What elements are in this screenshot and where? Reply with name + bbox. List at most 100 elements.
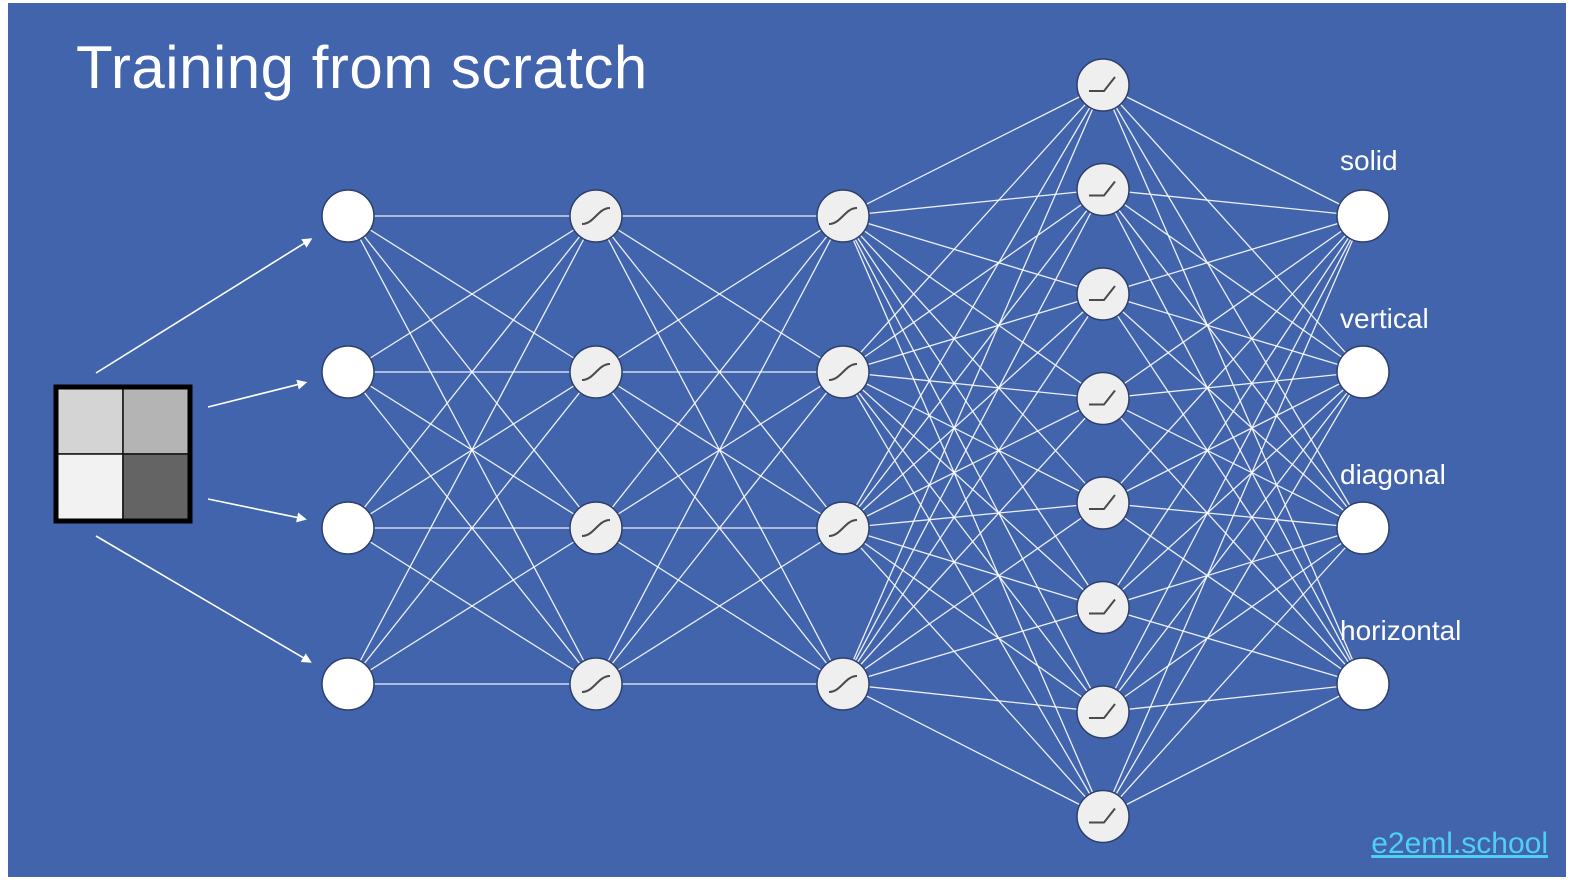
connection-l2-0-0 bbox=[842, 84, 1104, 217]
hidden-node-circle bbox=[1076, 580, 1130, 635]
relu-icon bbox=[1089, 76, 1116, 92]
connection-l3-2-0 bbox=[1102, 215, 1364, 295]
node-layer3-2 bbox=[1076, 267, 1130, 321]
relu-icon bbox=[1089, 285, 1116, 301]
connection-l2-3-0 bbox=[842, 84, 1104, 685]
connection-l2-2-1 bbox=[842, 189, 1104, 529]
node-layer1-0 bbox=[569, 189, 623, 243]
node-layer2-2 bbox=[816, 501, 870, 555]
connection-l3-7-0 bbox=[1102, 215, 1364, 817]
connection-l3-5-2 bbox=[1102, 527, 1364, 609]
node-layer3-3 bbox=[1076, 371, 1130, 426]
connection-l2-2-2 bbox=[842, 293, 1104, 529]
connection-l3-5-3 bbox=[1102, 606, 1364, 685]
connection-l1-2-0 bbox=[595, 215, 844, 529]
connection-l3-1-3 bbox=[1102, 189, 1364, 685]
connection-l2-2-6 bbox=[842, 527, 1104, 713]
input-pixel-2 bbox=[55, 453, 124, 522]
connection-l3-3-1 bbox=[1102, 371, 1364, 400]
node-layer2-3 bbox=[816, 657, 870, 711]
connection-l3-7-1 bbox=[1102, 371, 1364, 817]
connection-l2-2-0 bbox=[842, 84, 1104, 529]
connection-l2-2-4 bbox=[842, 502, 1104, 529]
node-layer2-1 bbox=[816, 345, 870, 399]
node-layer0-1 bbox=[321, 345, 375, 399]
connection-l2-0-7 bbox=[842, 215, 1104, 817]
connection-l1-1-0 bbox=[595, 215, 844, 373]
sigmoid-icon bbox=[828, 675, 858, 693]
output-label-diagonal: diagonal bbox=[1340, 459, 1446, 490]
slide: Training from scratch solid vertical dia… bbox=[8, 3, 1566, 877]
connection-l2-3-4 bbox=[842, 502, 1104, 685]
connection-l3-6-1 bbox=[1102, 371, 1364, 713]
input-pixel-3 bbox=[122, 453, 191, 522]
connection-l3-0-0 bbox=[1102, 84, 1364, 217]
node-circle bbox=[1336, 501, 1390, 555]
relu-icon bbox=[1089, 494, 1116, 510]
input-image-border bbox=[53, 384, 193, 524]
node-circle bbox=[321, 501, 375, 555]
connection-l2-1-1 bbox=[842, 188, 1104, 373]
connection-l3-7-3 bbox=[1102, 683, 1364, 818]
connection-l3-1-0 bbox=[1102, 188, 1364, 217]
connection-l2-0-2 bbox=[842, 215, 1104, 295]
node-circle bbox=[1336, 189, 1390, 243]
input-arrows bbox=[95, 238, 313, 663]
connection-l2-1-0 bbox=[842, 84, 1104, 373]
node-layer4-1 bbox=[1336, 345, 1390, 399]
connection-l3-4-1 bbox=[1102, 371, 1364, 504]
node-layer3-4 bbox=[1076, 476, 1130, 530]
neural-network-diagram bbox=[53, 58, 1390, 844]
node-layer1-2 bbox=[569, 501, 623, 555]
hidden-node-circle bbox=[1076, 371, 1130, 426]
connection-l3-3-0 bbox=[1102, 215, 1364, 400]
node-layer1-1 bbox=[569, 345, 623, 399]
e2eml-school-link[interactable]: e2eml.school bbox=[1371, 827, 1548, 860]
hidden-node-circle bbox=[1076, 267, 1130, 321]
connection-l2-1-2 bbox=[842, 293, 1104, 373]
connection-l3-1-1 bbox=[1102, 188, 1364, 373]
connection-l3-2-1 bbox=[1102, 293, 1364, 373]
connection-l2-3-7 bbox=[842, 683, 1104, 818]
node-layer1-3 bbox=[569, 657, 623, 711]
node-layer3-5 bbox=[1076, 580, 1130, 635]
hidden-node-circle bbox=[1076, 685, 1130, 739]
node-layer2-0 bbox=[816, 189, 870, 243]
connection-l2-2-3 bbox=[842, 397, 1104, 529]
output-label-solid: solid bbox=[1340, 145, 1398, 176]
connection-l0-3-1 bbox=[347, 371, 597, 685]
sigmoid-icon bbox=[581, 675, 611, 693]
node-layer4-2 bbox=[1336, 501, 1390, 555]
connection-l0-3-0 bbox=[347, 215, 597, 685]
sigmoid-icon bbox=[581, 207, 611, 225]
node-circle bbox=[321, 189, 375, 243]
connection-l3-4-0 bbox=[1102, 215, 1364, 504]
sigmoid-icon bbox=[581, 363, 611, 381]
connection-l2-3-2 bbox=[842, 293, 1104, 685]
connection-l1-3-0 bbox=[595, 215, 844, 685]
input-arrow-1 bbox=[207, 379, 308, 408]
sigmoid-icon bbox=[828, 363, 858, 381]
connection-l2-2-7 bbox=[842, 527, 1104, 817]
relu-icon bbox=[1089, 389, 1116, 406]
node-circle bbox=[1336, 345, 1390, 399]
connection-l2-0-1 bbox=[842, 188, 1104, 217]
connection-l2-2-5 bbox=[842, 527, 1104, 609]
connection-l3-0-3 bbox=[1102, 84, 1364, 685]
input-arrow-2 bbox=[207, 498, 307, 523]
node-layer0-0 bbox=[321, 189, 375, 243]
input-image bbox=[53, 384, 193, 524]
nodes bbox=[321, 58, 1390, 844]
hidden-node-circle bbox=[1076, 476, 1130, 530]
connection-l2-3-3 bbox=[842, 398, 1104, 685]
node-circle bbox=[321, 345, 375, 399]
connection-l2-3-5 bbox=[842, 606, 1104, 685]
input-arrow-3 bbox=[95, 535, 312, 663]
connection-l0-2-0 bbox=[347, 215, 597, 529]
connection-l3-5-1 bbox=[1102, 371, 1364, 608]
node-layer0-2 bbox=[321, 501, 375, 555]
node-layer3-0 bbox=[1076, 58, 1130, 112]
hidden-node-circle bbox=[1076, 162, 1130, 217]
node-circle bbox=[321, 657, 375, 711]
output-label-vertical: vertical bbox=[1340, 303, 1429, 334]
